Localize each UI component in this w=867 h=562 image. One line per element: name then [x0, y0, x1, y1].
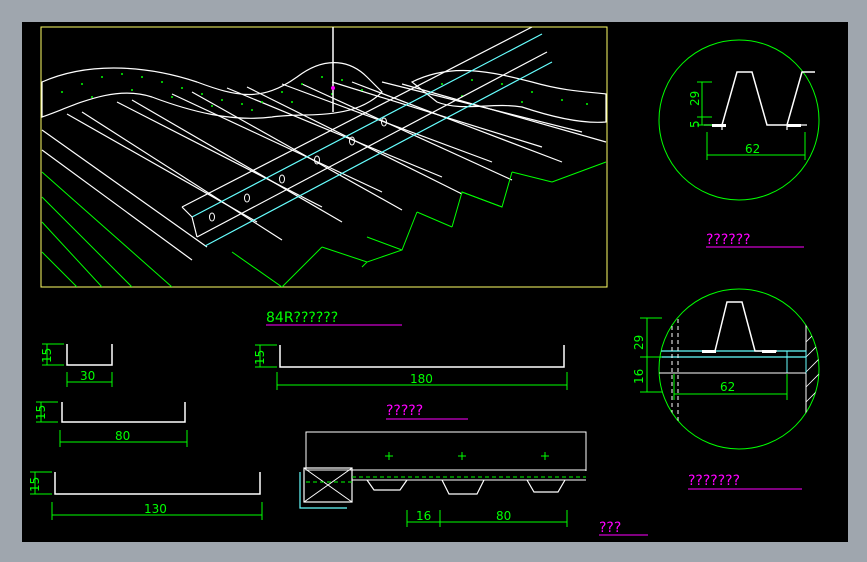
c180-width-label: 180 [410, 372, 433, 386]
dim-depth-bottom: 16 [632, 369, 646, 384]
strip-pitch-label: 80 [496, 509, 511, 523]
isometric-caption: 84R?????? [266, 310, 338, 326]
carrier-rail [181, 27, 553, 247]
insulation-layer [41, 62, 383, 119]
profile-caption-bottom: ??????? [688, 473, 740, 489]
c80-width-label: 80 [115, 429, 130, 443]
channel-130: 15 130 [28, 471, 263, 520]
dim-width-bottom: 62 [720, 380, 735, 394]
ceiling-panels [41, 81, 607, 261]
strip-caption: ????? [386, 403, 423, 419]
channel-30: 15 30 [40, 343, 113, 387]
panel-edges [41, 161, 607, 287]
c130-width-label: 130 [144, 502, 167, 516]
rail-holes [209, 117, 387, 222]
hanger-rod [331, 27, 335, 112]
dim-width-top: 62 [745, 142, 760, 156]
c130-height-label: 15 [28, 477, 42, 492]
cad-drawing: 84R?????? 29 5 62 ?????? [28, 26, 820, 536]
small-caption: ??? [599, 520, 621, 536]
profile-caption-top: ?????? [706, 232, 751, 248]
dim-height-top: 29 [688, 91, 702, 106]
c80-height-label: 15 [34, 405, 48, 420]
c30-height-label: 15 [40, 348, 54, 363]
dim-height-bottom: 29 [632, 335, 646, 350]
c180-height-label: 15 [253, 350, 267, 365]
isometric-frame [40, 26, 608, 288]
dim-lip-top: 5 [688, 120, 702, 128]
isometric-view [40, 26, 608, 288]
strip-gap-label: 16 [416, 509, 431, 523]
c30-width-label: 30 [80, 369, 95, 383]
drawing-canvas[interactable]: 84R?????? 29 5 62 ?????? [22, 22, 848, 542]
channel-80: 15 80 [34, 401, 188, 447]
profile-detail-bottom: 29 16 62 [632, 288, 820, 450]
strip-plan: 16 80 [299, 431, 587, 527]
channel-180: 15 180 [253, 344, 568, 390]
profile-detail-top: 29 5 62 [658, 39, 820, 201]
